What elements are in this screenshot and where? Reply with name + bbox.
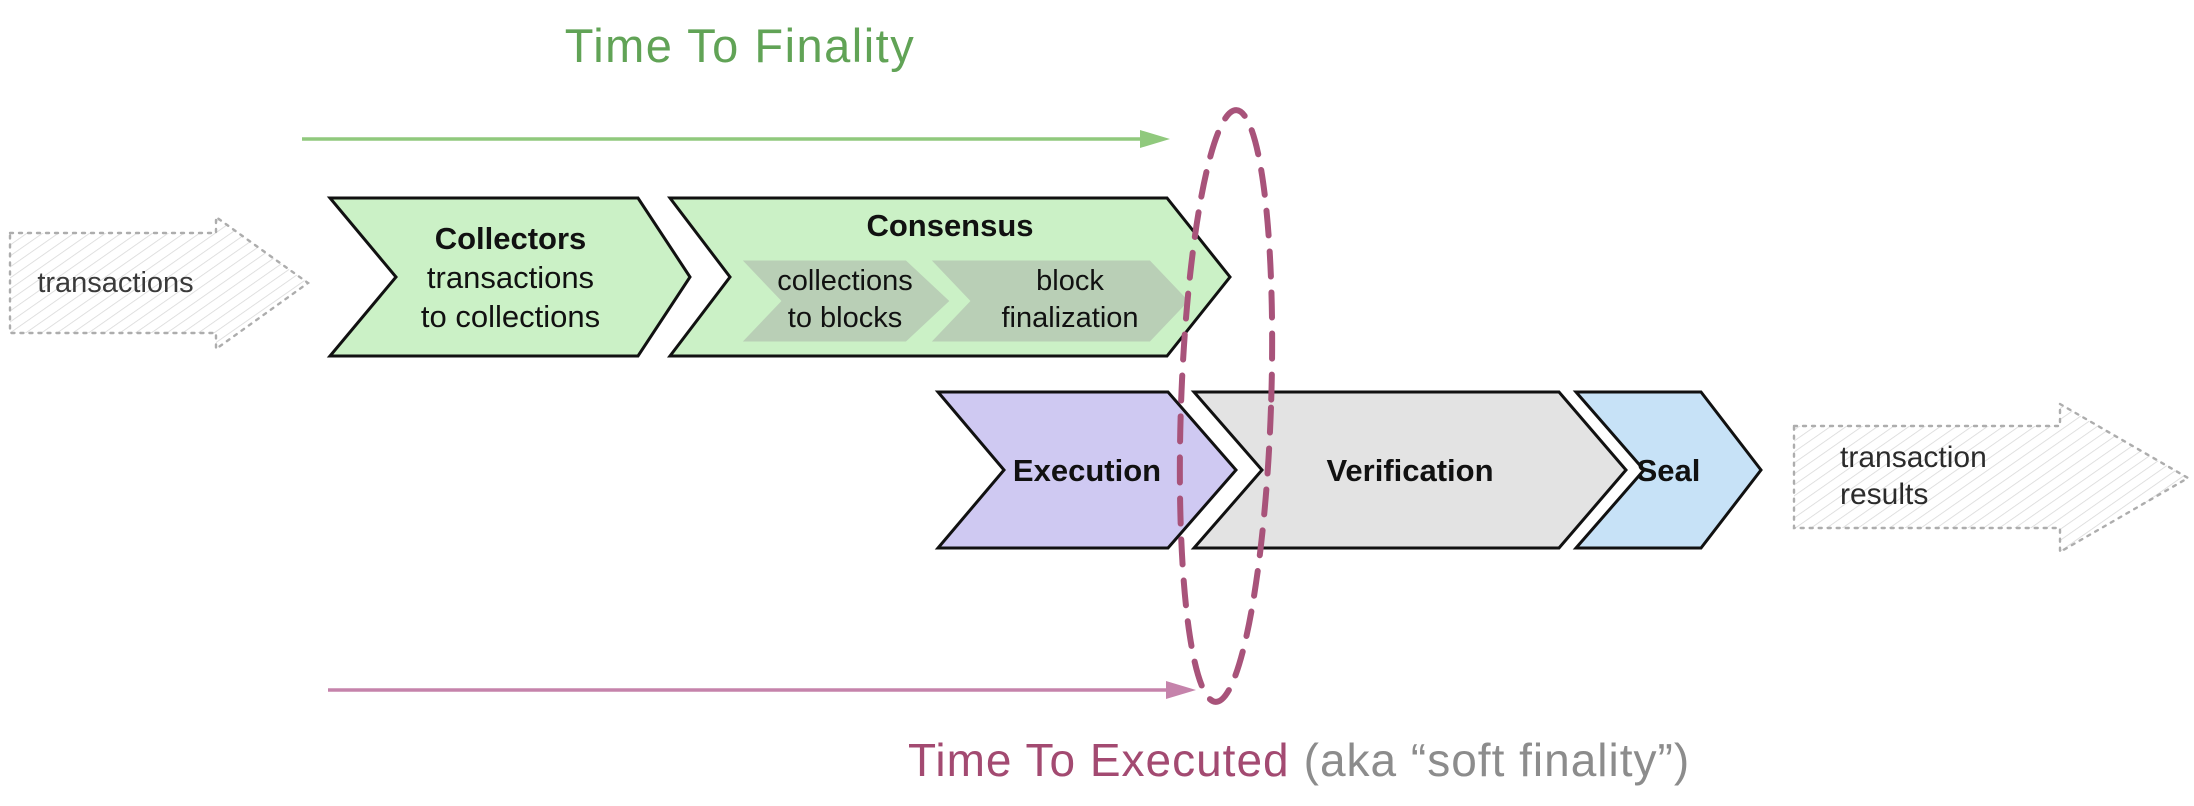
stage-seal-chevron [1572,390,1763,550]
transaction-results-line1: transaction [1840,441,1987,474]
time-to-finality-title: Time To Finality [564,19,916,72]
time-to-executed-main-text: Time To Executed [908,734,1290,786]
stage-verification-label: Verification [1192,390,1628,550]
stage-collectors: Collectors transactions to collections [326,196,693,358]
stage-verification-shape [1190,390,1628,550]
soft-finality-note-text: (aka “soft finality”) [1303,734,1691,786]
transaction-results-line2: results [1840,478,1929,511]
stage-consensus-label: Consensus [668,196,1232,358]
stage-consensus-shape [666,196,1232,358]
stage-collectors-line1: transactions [426,259,595,295]
stage-verification-chevron [1190,390,1628,550]
transactions-input-arrow: transactions [8,213,313,353]
stage-execution-label: Execution [936,390,1238,550]
consensus-sub2-line2: finalization [1001,302,1139,334]
stage-execution: Execution [934,390,1238,550]
consensus-sub-label-collections: collections to blocks [745,252,945,348]
stage-execution-chevron [934,390,1238,550]
time-to-executed-title: Time To Executed(aka “soft finality”) [908,733,2108,787]
consensus-sub-chevron-block [920,255,1196,347]
stage-collectors-chevron [326,196,692,358]
stage-seal-label: Seal [1574,390,1763,550]
transaction-results-arrow-shape [1792,401,2191,555]
stage-collectors-title: Collectors [434,220,587,256]
stage-collectors-shape [326,196,692,358]
transaction-results-arrow: transaction results [1792,398,2192,566]
transaction-results-arrow-label: transaction results [1840,424,2080,528]
stage-seal-shape [1572,390,1763,550]
soft-finality-ellipse-outline [1176,107,1276,705]
stage-consensus: Consensus [666,196,1232,358]
time-to-finality-arrowhead-icon [1140,130,1170,148]
stage-verification: Verification [1190,390,1628,550]
stage-seal: Seal [1572,390,1763,550]
consensus-sub-chevron-collections [731,255,957,347]
time-to-executed-arrowhead-icon [1166,681,1196,699]
stage-consensus-title: Consensus [866,208,1034,243]
stage-execution-shape [934,390,1238,550]
transaction-results-arrow-outline [1792,401,2191,555]
consensus-sub1-line1: collections [777,265,913,297]
consensus-sub-label-block: block finalization [970,252,1170,348]
transactions-input-arrow-outline [8,214,311,352]
time-to-executed-arrow [328,681,1196,699]
stage-collectors-label: Collectors transactions to collections [328,196,693,358]
stage-execution-title: Execution [1012,452,1162,488]
stage-collectors-line2: to collections [420,298,601,334]
transactions-input-arrow-label: transactions [37,266,194,299]
time-to-finality-arrow [302,130,1170,148]
transactions-input-arrow-shape [8,214,311,352]
stage-seal-title: Seal [1636,452,1701,488]
soft-finality-ellipse [1176,107,1276,705]
consensus-sub1-line2: to blocks [787,302,903,334]
stage-verification-title: Verification [1326,452,1494,488]
consensus-sub2-line1: block [1036,265,1104,297]
